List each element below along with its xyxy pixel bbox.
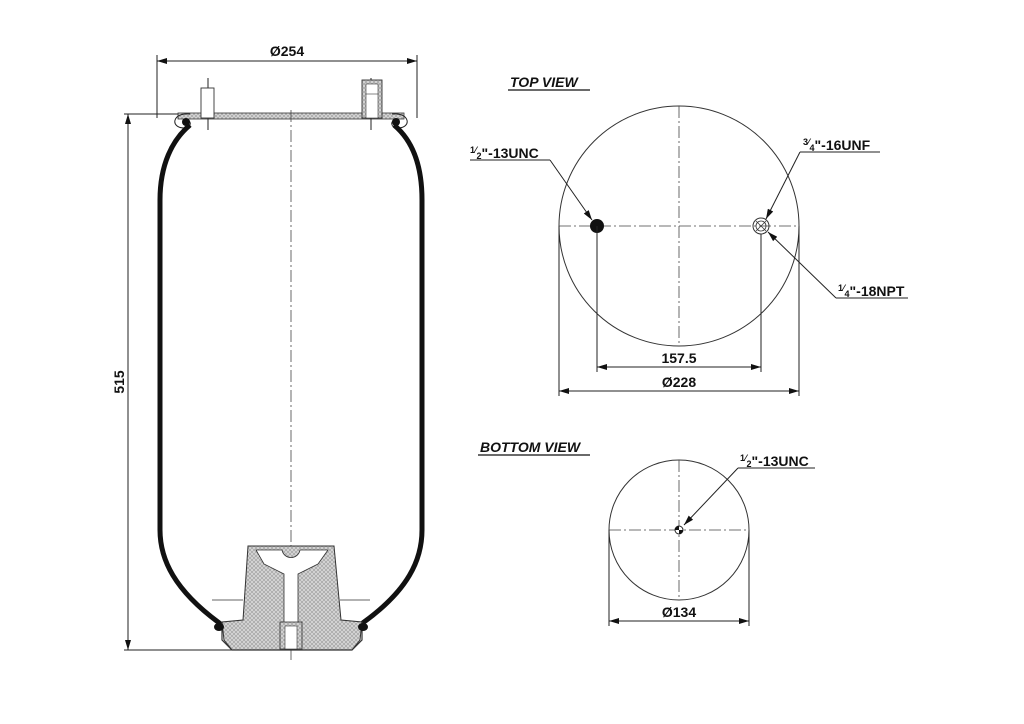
thread-label-quarter-18npt: 1⁄4"-18NPT — [838, 283, 905, 299]
diameter-254-label: Ø254 — [270, 43, 304, 59]
side-view: Ø254 515 — [111, 43, 425, 660]
bottom-thread-label: 1⁄2"-13UNC — [740, 453, 809, 469]
bottom-diameter-label: Ø134 — [662, 604, 696, 620]
top-view: TOP VIEW 1⁄2"-13UNC 3⁄4"-16UNF 1⁄4"-18NP… — [470, 74, 908, 396]
thread-label-three-quarter-16unf: 3⁄4"-16UNF — [803, 137, 871, 153]
top-view-title: TOP VIEW — [510, 74, 579, 90]
bottom-view: BOTTOM VIEW 1⁄2"-13UNC Ø134 — [478, 439, 815, 626]
hole-spacing-label: 157.5 — [661, 350, 696, 366]
bottom-view-title: BOTTOM VIEW — [480, 439, 582, 455]
top-diameter-label: Ø228 — [662, 374, 696, 390]
height-515-label: 515 — [111, 370, 127, 394]
thread-label-half-13unc: 1⁄2"-13UNC — [470, 145, 539, 161]
